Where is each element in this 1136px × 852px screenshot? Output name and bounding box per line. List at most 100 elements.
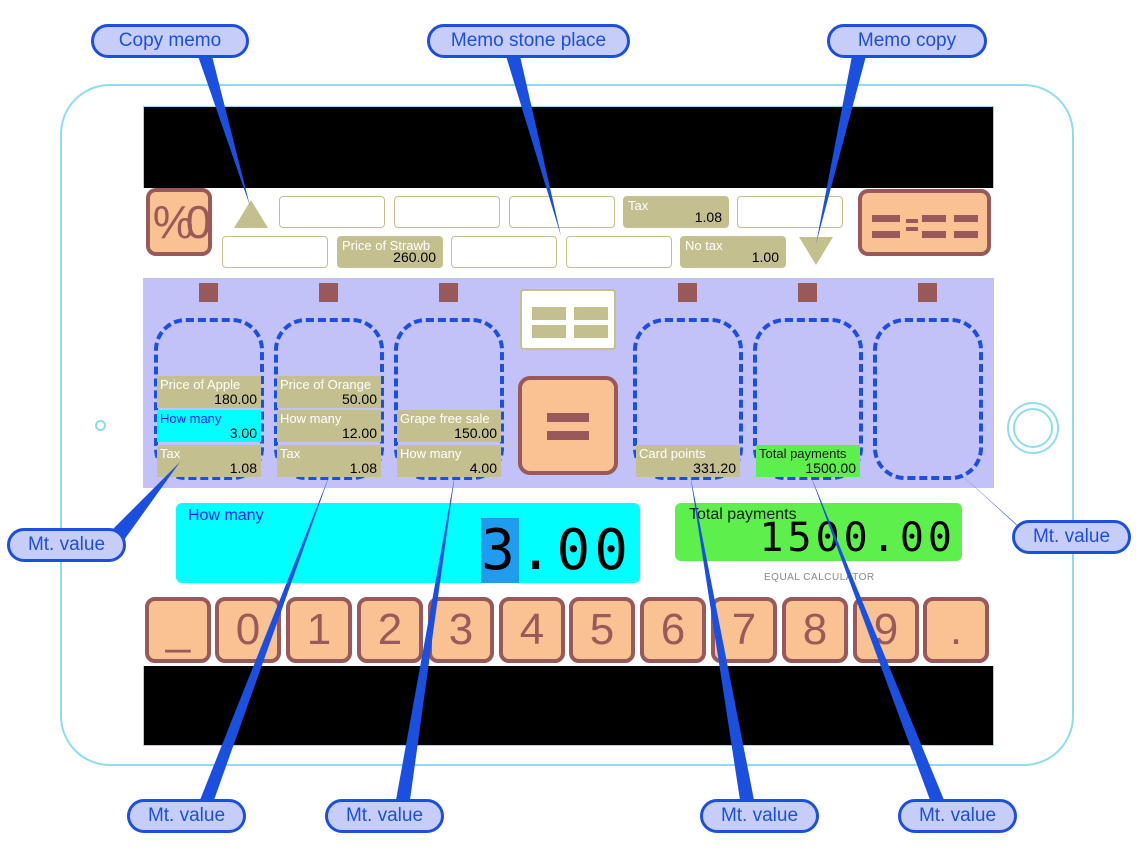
- cell-label: How many: [280, 411, 342, 426]
- memo-slot[interactable]: [566, 236, 672, 268]
- home-button-inner: [1013, 408, 1053, 448]
- cell-label: Card points: [639, 446, 706, 461]
- key-5[interactable]: 5: [569, 597, 635, 663]
- equal-layout-button[interactable]: [858, 189, 991, 256]
- pointer: [956, 470, 1024, 532]
- copy-memo-arrow-icon[interactable]: [234, 200, 268, 228]
- grid-block-icon: [574, 307, 608, 320]
- cell-label: Total payments: [759, 446, 847, 461]
- memory-slot[interactable]: [633, 318, 743, 480]
- callout-mt-value: Mt. value: [127, 799, 246, 833]
- pointer: [816, 56, 866, 244]
- cursor-digit: 3: [481, 518, 519, 583]
- equals-icon: [547, 413, 589, 422]
- input-display-value: 3.00: [481, 518, 632, 583]
- pointer: [690, 474, 754, 800]
- memo-copy-arrow-icon[interactable]: [799, 237, 833, 265]
- bar-icon: [922, 215, 946, 222]
- cell-value: 1500.00: [805, 460, 856, 476]
- memory-slot[interactable]: [873, 318, 983, 480]
- cell-value: 12.00: [341, 425, 377, 441]
- key-8[interactable]: 8: [782, 597, 848, 663]
- cell-value: 180.00: [214, 391, 257, 407]
- cell-label: Grape free sale: [400, 411, 490, 426]
- memo-slot[interactable]: [222, 236, 328, 268]
- bar-icon: [872, 231, 900, 238]
- memory-slot[interactable]: [394, 318, 504, 480]
- cell-value: 1.08: [229, 460, 257, 476]
- pointer: [112, 462, 180, 540]
- memo-slot[interactable]: [279, 196, 385, 228]
- value-cell[interactable]: Tax 1.08: [157, 445, 261, 477]
- memo-label: Price of Strawb: [342, 238, 431, 253]
- cell-value: 50.00: [341, 391, 377, 407]
- memo-stone-tax[interactable]: Tax 1.08: [623, 196, 729, 228]
- column-handle[interactable]: [439, 283, 458, 302]
- memo-slot[interactable]: [394, 196, 500, 228]
- key-underscore[interactable]: _: [145, 597, 211, 663]
- key-6[interactable]: 6: [640, 597, 706, 663]
- callout-memo-copy: Memo copy: [827, 24, 987, 58]
- column-handle[interactable]: [918, 283, 937, 302]
- percent-button[interactable]: %0: [146, 188, 212, 256]
- memo-label: No tax: [685, 238, 723, 253]
- memory-slot[interactable]: [154, 318, 264, 480]
- bar-icon: [922, 231, 946, 238]
- memo-value: 1.08: [694, 209, 722, 225]
- key-decimal[interactable]: .: [923, 597, 989, 663]
- cell-label: How many: [160, 411, 222, 426]
- pointer: [198, 56, 250, 206]
- percent-icon: %: [152, 196, 194, 248]
- cell-value: 4.00: [469, 460, 497, 476]
- memory-slot[interactable]: [753, 318, 863, 480]
- memory-slot[interactable]: [274, 318, 384, 480]
- grid-block-icon: [532, 325, 566, 338]
- callout-mt-value: Mt. value: [1012, 520, 1131, 554]
- cell-label: Price of Apple: [160, 377, 241, 392]
- cell-value: 1.08: [349, 460, 377, 476]
- home-button[interactable]: [1007, 402, 1059, 454]
- input-display-label: How many: [188, 507, 264, 524]
- memo-slot[interactable]: [451, 236, 557, 268]
- equals-icon: [906, 219, 918, 223]
- cell-label: Tax: [160, 446, 181, 461]
- callout-copy-memo: Copy memo: [91, 24, 249, 58]
- column-handle[interactable]: [199, 283, 218, 302]
- equals-icon: [547, 431, 589, 440]
- column-handle[interactable]: [319, 283, 338, 302]
- callout-mt-value: Mt. value: [898, 799, 1017, 833]
- equals-button[interactable]: [518, 376, 618, 475]
- column-handle[interactable]: [678, 283, 697, 302]
- key-1[interactable]: 1: [286, 597, 352, 663]
- memo-value: 260.00: [393, 249, 436, 265]
- cell-value: 331.20: [693, 460, 736, 476]
- memo-label: Tax: [628, 198, 649, 213]
- key-2[interactable]: 2: [357, 597, 423, 663]
- memo-value: 1.00: [751, 249, 779, 265]
- pointer: [396, 474, 455, 800]
- pointer: [810, 474, 944, 800]
- input-display: How many 3.00: [176, 503, 640, 583]
- result-display-label: Total payments: [689, 506, 797, 523]
- key-4[interactable]: 4: [499, 597, 565, 663]
- callout-memo-stone-place: Memo stone place: [427, 24, 630, 58]
- memo-slot[interactable]: [509, 196, 615, 228]
- callout-mt-value: Mt. value: [700, 799, 819, 833]
- equals-icon: [906, 227, 918, 231]
- column-handle[interactable]: [798, 283, 817, 302]
- memo-stone-no-tax[interactable]: No tax 1.00: [680, 236, 786, 268]
- value-cell-active[interactable]: How many 3.00: [157, 410, 261, 442]
- cell-value: 150.00: [454, 425, 497, 441]
- bar-icon: [872, 215, 900, 222]
- layout-grid-button[interactable]: [520, 289, 616, 350]
- cell-value: 3.00: [229, 425, 257, 441]
